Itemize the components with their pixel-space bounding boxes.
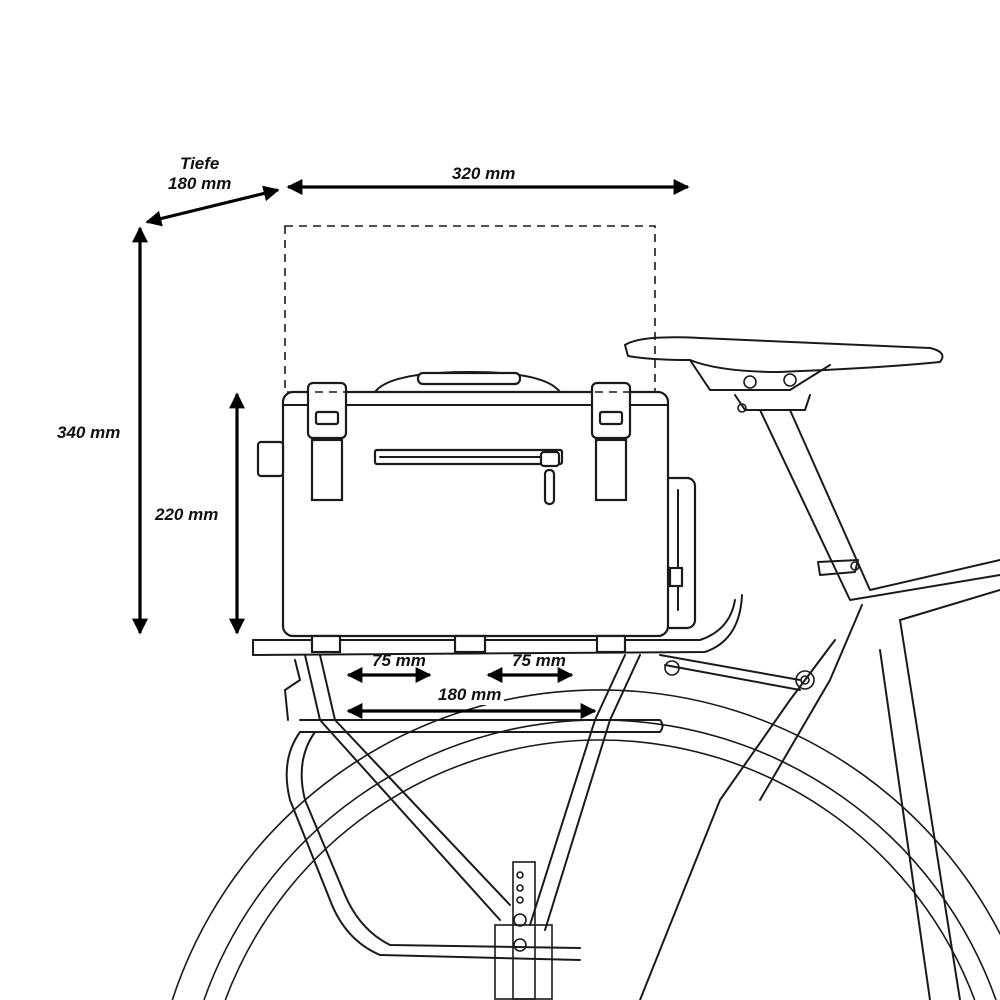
- tire-outer: [171, 689, 1000, 1000]
- width-label: 320 mm: [452, 164, 516, 183]
- saddle: [624, 336, 944, 413]
- left-buckle: [306, 381, 348, 502]
- side-zipper-pull: [668, 566, 684, 588]
- mount-right-label: 75 mm: [512, 651, 566, 670]
- luggage-rack: [252, 594, 801, 1000]
- rim: [224, 739, 976, 1000]
- bag-side-handle: [256, 440, 285, 478]
- trunk-bag: [256, 371, 697, 654]
- mount-left-label: 75 mm: [372, 651, 426, 670]
- mount-total-label: 180 mm: [435, 685, 505, 705]
- mount-foot: [310, 634, 342, 654]
- tire-inner: [203, 719, 997, 1000]
- right-buckle: [590, 381, 632, 502]
- mount-foot: [453, 634, 487, 654]
- carry-handle: [416, 371, 522, 386]
- extended-volume-outline: [284, 225, 656, 393]
- zipper-pull: [543, 468, 556, 506]
- depth-label: Tiefe: [180, 154, 220, 173]
- depth-arrow: [145, 185, 280, 227]
- depth-value: 180 mm: [168, 174, 232, 193]
- total-height-label: 340 mm: [57, 423, 121, 442]
- mount-foot: [595, 634, 627, 654]
- bag-height-label: 220 mm: [155, 505, 219, 524]
